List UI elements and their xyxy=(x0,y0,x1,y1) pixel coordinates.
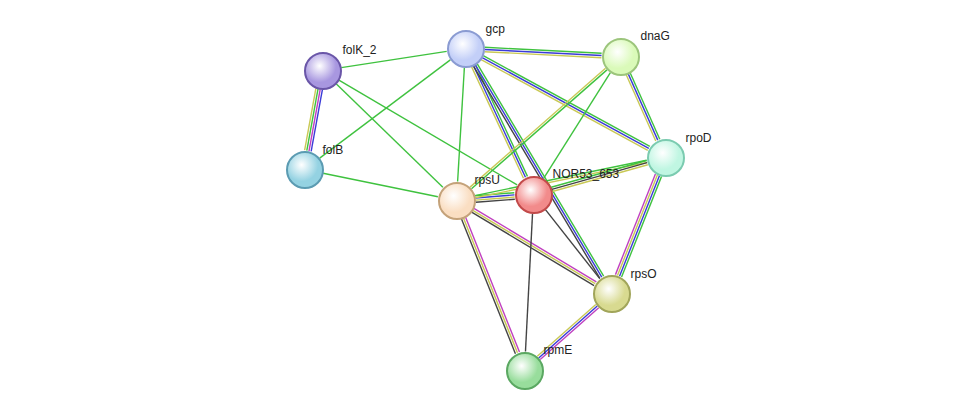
evidence-line xyxy=(552,163,647,190)
evidence-line xyxy=(466,217,520,352)
interaction-edge xyxy=(323,173,438,196)
interaction-edge xyxy=(537,304,598,359)
evidence-line xyxy=(537,304,596,356)
evidence-line xyxy=(552,165,647,192)
evidence-line xyxy=(476,199,515,202)
evidence-line xyxy=(305,89,316,151)
evidence-line xyxy=(464,218,518,353)
interaction-edge xyxy=(458,67,465,181)
node-label: gcp xyxy=(486,22,505,36)
protein-node: rpsO xyxy=(593,275,631,313)
protein-node: folB xyxy=(286,151,324,189)
protein-node: rpsU xyxy=(438,182,476,220)
interaction-edge xyxy=(545,209,599,278)
protein-node: gcp xyxy=(447,30,485,68)
node-label: dnaG xyxy=(641,29,670,43)
evidence-line xyxy=(539,306,598,358)
protein-node: NOR53_653 xyxy=(515,176,553,214)
interaction-edge xyxy=(462,217,520,353)
protein-node: folK_2 xyxy=(304,52,342,90)
evidence-line xyxy=(628,74,658,140)
node-label: rpsU xyxy=(475,173,500,187)
interaction-edge xyxy=(525,213,532,351)
evidence-line xyxy=(484,52,601,58)
interaction-edge xyxy=(551,161,648,192)
evidence-line xyxy=(544,73,611,179)
node-label: rpmE xyxy=(544,343,573,357)
interaction-edge xyxy=(475,160,647,197)
evidence-line xyxy=(525,213,532,351)
evidence-line xyxy=(630,73,660,139)
evidence-line xyxy=(475,160,647,195)
node-label: NOR53_653 xyxy=(553,167,620,181)
interaction-edge xyxy=(615,174,661,277)
evidence-line xyxy=(307,89,318,151)
evidence-line xyxy=(622,176,662,277)
node-label: rpsO xyxy=(631,267,657,281)
evidence-line xyxy=(458,67,465,181)
node-label: folB xyxy=(323,143,344,157)
evidence-line xyxy=(626,75,656,141)
node-label: folK_2 xyxy=(343,43,377,57)
evidence-line xyxy=(474,208,596,281)
evidence-line xyxy=(617,175,657,276)
interaction-edge xyxy=(305,89,323,152)
evidence-line xyxy=(540,308,599,360)
evidence-line xyxy=(615,174,655,275)
evidence-line xyxy=(551,161,646,188)
evidence-line xyxy=(462,219,516,354)
evidence-line xyxy=(545,209,599,278)
evidence-line xyxy=(473,210,595,283)
evidence-line xyxy=(620,176,660,277)
protein-node: rpoD xyxy=(647,139,685,177)
interaction-edge xyxy=(336,84,443,188)
interaction-edge xyxy=(472,208,597,285)
node-label: rpoD xyxy=(686,131,712,145)
protein-node: rpmE xyxy=(506,352,544,390)
evidence-line xyxy=(323,173,438,196)
protein-node: dnaG xyxy=(602,38,640,76)
evidence-line xyxy=(336,84,443,188)
interaction-edge xyxy=(626,73,660,141)
evidence-line xyxy=(472,67,524,179)
interaction-edge xyxy=(544,73,611,179)
interaction-edge xyxy=(484,47,601,57)
